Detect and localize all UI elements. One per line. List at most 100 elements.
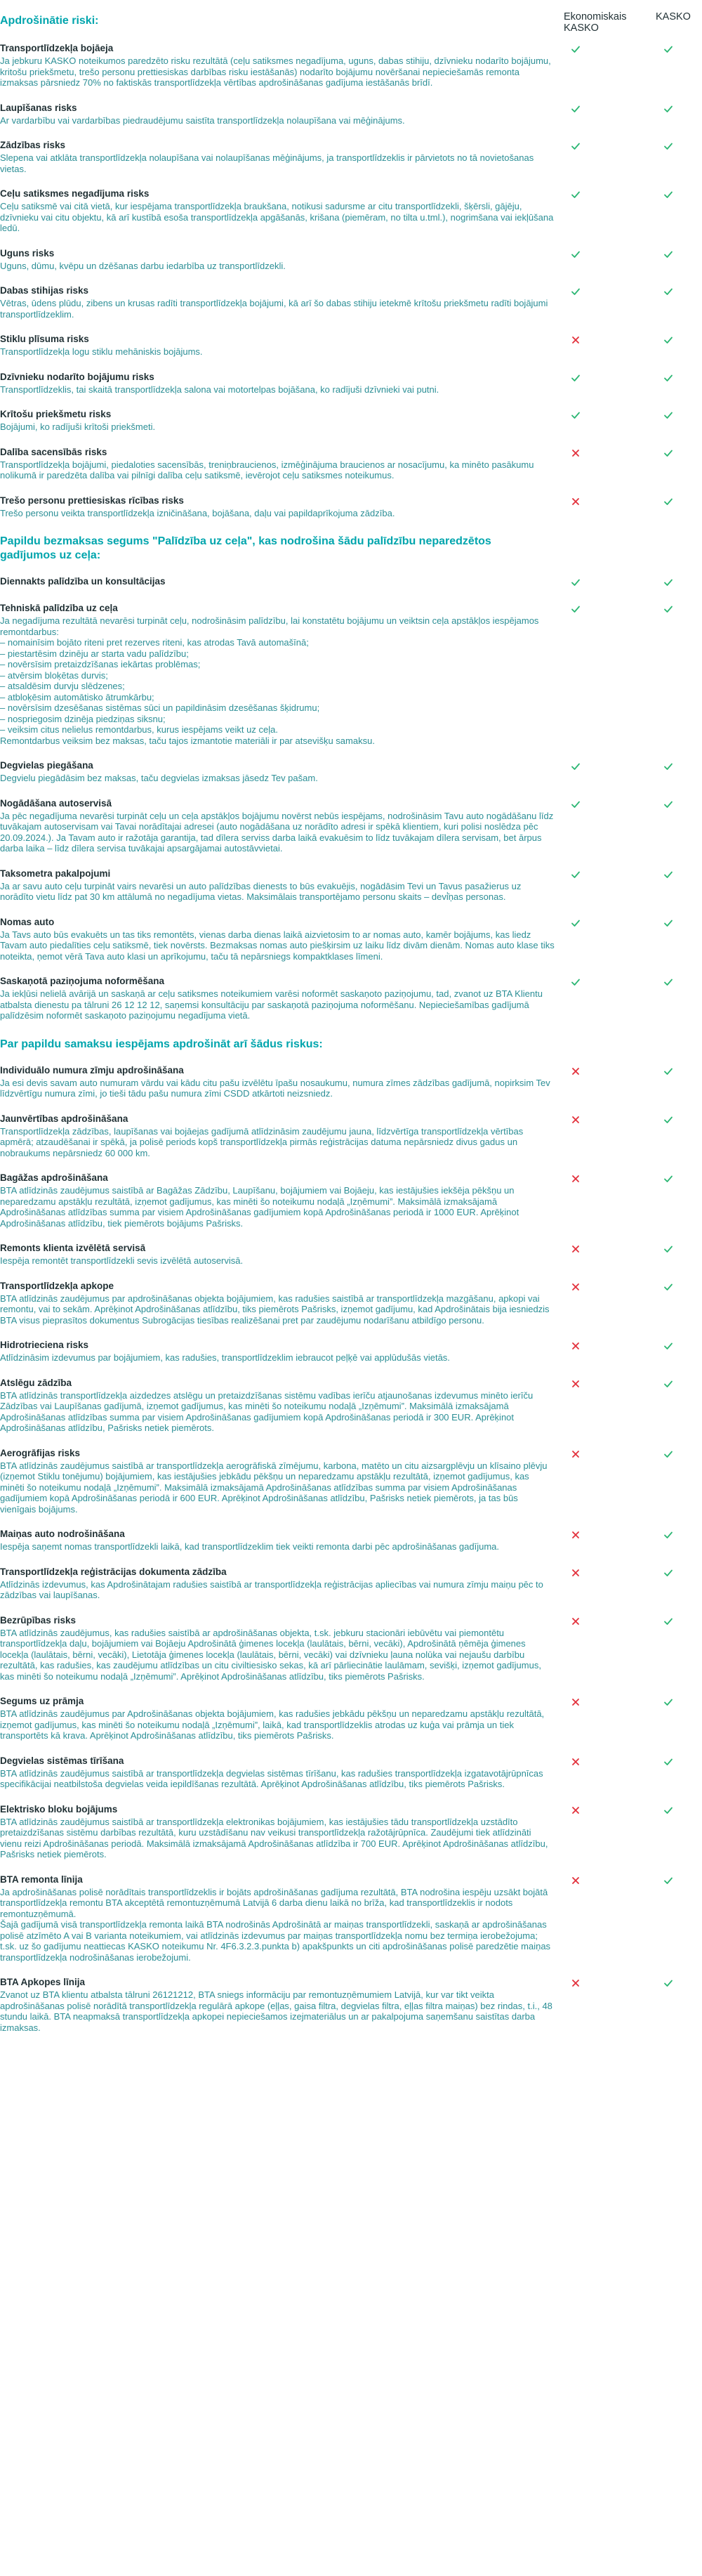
- cross-icon: [570, 1696, 581, 1708]
- cross-icon: [570, 1243, 581, 1255]
- check-icon: [663, 603, 674, 615]
- coverage-description: Atlīdzinās izdevumus, kas Apdrošinātajam…: [0, 1578, 543, 1601]
- coverage-description: BTA atlīdzinās zaudējumus saistībā ar tr…: [0, 1460, 548, 1515]
- coverage-title: Dzīvnieku nodarīto bojājumu risks: [0, 371, 154, 382]
- coverage-title: BTA remonta līnija: [0, 1874, 83, 1885]
- coverage-description: BTA atlīdzinās zaudējumus saistībā ar tr…: [0, 1816, 548, 1860]
- cross-icon: [570, 447, 581, 459]
- check-icon: [663, 140, 674, 152]
- cross-icon: [570, 1340, 581, 1352]
- coverage-title: Stiklu plīsuma risks: [0, 334, 89, 344]
- comparison-header: Ekonomiskais KASKO KASKO: [0, 6, 702, 37]
- check-icon: [663, 1173, 674, 1184]
- check-icon: [570, 917, 581, 929]
- coverage-description: Ja esi devis savam auto numuram vārdu va…: [0, 1077, 550, 1099]
- coverage-title: Transportlīdzekļa reģistrācijas dokument…: [0, 1566, 227, 1577]
- coverage-description: Trešo personu veikta transportlīdzekļa i…: [0, 507, 395, 518]
- cross-icon: [570, 1616, 581, 1627]
- coverage-description: Zvanot uz BTA klientu atbalsta tālruni 2…: [0, 1989, 552, 2033]
- cross-icon: [570, 1756, 581, 1767]
- coverage-text: Diennakts palīdzība un konsultācijas: [0, 576, 555, 589]
- check-icon: [663, 1281, 674, 1293]
- check-icon: [663, 1805, 674, 1816]
- check-icon: [663, 44, 674, 55]
- check-icon: [570, 140, 581, 152]
- coverage-description: Transportlīdzekļa bojājumi, piedaloties …: [0, 459, 534, 481]
- coverage-text: Laupīšanas risks Ar vardarbību vai vardar…: [0, 103, 555, 126]
- coverage-row: Diennakts palīdzība un konsultācijas: [0, 570, 702, 596]
- cross-icon: [570, 1378, 581, 1390]
- coverage-title: Maiņas auto nodrošināšana: [0, 1529, 125, 1539]
- check-icon: [663, 1529, 674, 1541]
- check-icon: [663, 869, 674, 880]
- coverage-title: Elektrisko bloku bojājums: [0, 1803, 118, 1815]
- check-icon: [663, 1875, 674, 1886]
- coverage-row: Laupīšanas risks Ar vardarbību vai vardar…: [0, 96, 702, 134]
- check-icon: [570, 249, 581, 260]
- check-icon: [663, 496, 674, 507]
- check-icon: [570, 189, 581, 200]
- coverage-title: Hidrotrieciena risks: [0, 1340, 89, 1350]
- check-icon: [663, 249, 674, 260]
- coverage-title: Ceļu satiksmes negadījuma risks: [0, 188, 150, 199]
- coverage-title: Remonts klienta izvēlētā servisā: [0, 1243, 146, 1253]
- coverage-description: BTA atlīdzinās zaudējumus par apdrošināš…: [0, 1293, 550, 1326]
- coverage-description: Transportlīdzeklis, tai skaitā transport…: [0, 384, 439, 395]
- check-icon: [570, 761, 581, 772]
- check-icon: [570, 103, 581, 115]
- coverage-title: Atslēgu zādzība: [0, 1377, 72, 1388]
- check-icon: [663, 334, 674, 346]
- check-icon: [663, 410, 674, 421]
- coverage-title: Diennakts palīdzība un konsultācijas: [0, 576, 166, 587]
- check-icon: [663, 1378, 674, 1390]
- coverage-title: Bagāžas apdrošināšana: [0, 1172, 108, 1183]
- check-icon: [663, 799, 674, 810]
- coverage-description: Ja apdrošināšanas polisē norādītais tran…: [0, 1886, 551, 1963]
- cross-icon: [570, 496, 581, 507]
- cross-icon: [570, 1173, 581, 1184]
- coverage-title: Tehniskā palīdzība uz ceļa: [0, 603, 118, 613]
- check-icon: [663, 189, 674, 200]
- coverage-text: Trešo personu prettiesiskas rīcības risk…: [0, 495, 555, 519]
- coverage-description: BTA atlīdzinās zaudējumus par Apdrošināš…: [0, 1708, 545, 1741]
- check-icon: [663, 1243, 674, 1255]
- coverage-description: Ar vardarbību vai vardarbības piedraudēj…: [0, 115, 405, 126]
- coverage-title: Laupīšanas risks: [0, 102, 77, 113]
- coverage-title: Degvielas sistēmas tīrīšana: [0, 1755, 124, 1766]
- coverage-description: Ja ar savu auto ceļu turpināt vairs neva…: [0, 880, 522, 903]
- coverage-description: Ja Tavs auto būs evakuēts un tas tiks re…: [0, 929, 555, 962]
